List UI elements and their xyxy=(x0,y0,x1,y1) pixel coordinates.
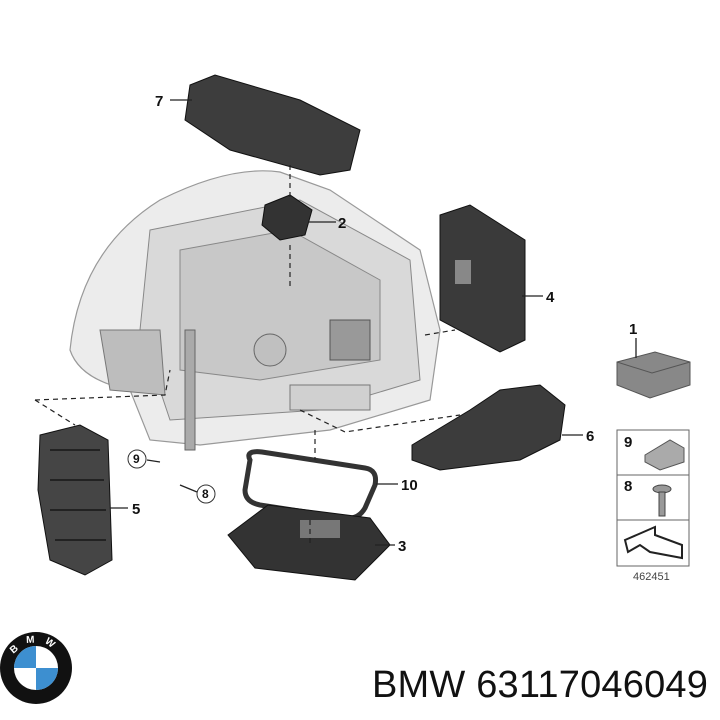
clip-nut-icon xyxy=(644,439,685,471)
part-6-cap xyxy=(411,384,566,471)
callout-1: 1 xyxy=(629,321,637,338)
callout-10: 10 xyxy=(401,477,418,494)
part-4-control-unit xyxy=(439,204,526,353)
callout-3: 3 xyxy=(398,538,406,555)
part-number-caption: BMW 63117046049 xyxy=(372,664,709,706)
screw-icon xyxy=(652,484,672,517)
callout-6: 6 xyxy=(586,428,594,445)
callout-9: 9 xyxy=(133,452,140,466)
part-3-ballast xyxy=(227,504,391,581)
fastener-legend: 9 8 462451 xyxy=(616,429,690,583)
direction-arrow-icon xyxy=(623,525,683,560)
callout-4: 4 xyxy=(546,289,555,306)
legend-9: 9 xyxy=(624,434,632,451)
callout-2: 2 xyxy=(338,215,346,232)
part-7-cover xyxy=(184,74,361,176)
callout-8: 8 xyxy=(202,487,209,501)
legend-8: 8 xyxy=(624,478,632,495)
part-4-connector xyxy=(455,260,471,284)
callout-8-circle xyxy=(196,484,216,504)
part-10-gasket xyxy=(242,449,378,521)
callout-7: 7 xyxy=(155,93,163,110)
leader-lines xyxy=(110,99,637,546)
diagram-ref-number: 462451 xyxy=(633,571,670,583)
headlight-housing xyxy=(69,170,441,451)
bmw-logo: BMW xyxy=(0,632,72,704)
callout-5: 5 xyxy=(132,501,140,518)
assembly-lines xyxy=(34,165,461,545)
part-3-connector xyxy=(300,520,340,538)
part-5-boot xyxy=(37,424,113,576)
callout-9-circle xyxy=(127,449,147,469)
part-1-box xyxy=(616,351,691,399)
